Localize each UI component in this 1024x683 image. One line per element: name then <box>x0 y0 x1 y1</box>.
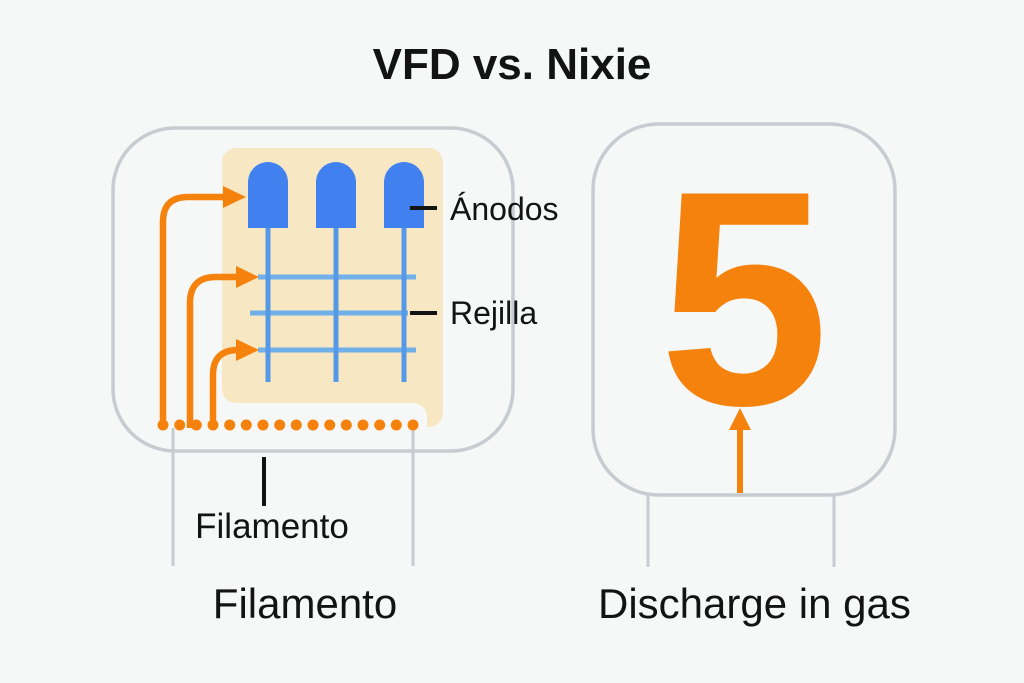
filament-dot <box>157 419 169 431</box>
vfd-drive-arrowheads <box>223 186 259 361</box>
filament-dot <box>324 419 336 431</box>
arrow-to-grid-bottom-head <box>236 339 259 361</box>
filament-dot <box>307 419 319 431</box>
filament-dot <box>224 419 236 431</box>
anode-segment-3 <box>384 162 424 228</box>
page-title: VFD vs. Nixie <box>372 40 652 89</box>
filament-dot <box>340 419 352 431</box>
vfd-anode-stems <box>265 226 407 382</box>
nixie-digit: 5 <box>658 127 830 469</box>
vfd-caption: Filamento <box>212 580 398 627</box>
filament-label: Filamento <box>195 507 349 546</box>
filament-dot <box>174 419 186 431</box>
filament-dot <box>390 419 402 431</box>
filament-dot <box>374 419 386 431</box>
arrow-to-anode-line <box>159 193 226 428</box>
anode-segment-1 <box>248 162 288 228</box>
vfd-anodes <box>248 162 424 228</box>
filament-dot <box>207 419 219 431</box>
nixie-tube-outline <box>591 122 897 497</box>
vfd-tube-outline <box>111 126 515 453</box>
grid-label: Rejilla <box>450 295 538 331</box>
arrow-to-grid-top-head <box>236 266 259 288</box>
arrow-to-grid-top-line <box>186 273 239 428</box>
filament-dots <box>157 419 419 431</box>
filament-dot <box>357 419 369 431</box>
filament-dot <box>274 419 286 431</box>
anodes-label: Ánodos <box>450 191 559 227</box>
filament-dot <box>190 419 202 431</box>
arrow-to-anode-head <box>223 186 246 208</box>
nixie-caption: Discharge in gas <box>598 580 911 627</box>
filament-dot <box>240 419 252 431</box>
filament-dot <box>407 419 419 431</box>
discharge-arrow-head <box>729 408 751 430</box>
filament-dot <box>257 419 269 431</box>
filament-dot <box>290 419 302 431</box>
anode-segment-2 <box>316 162 356 228</box>
